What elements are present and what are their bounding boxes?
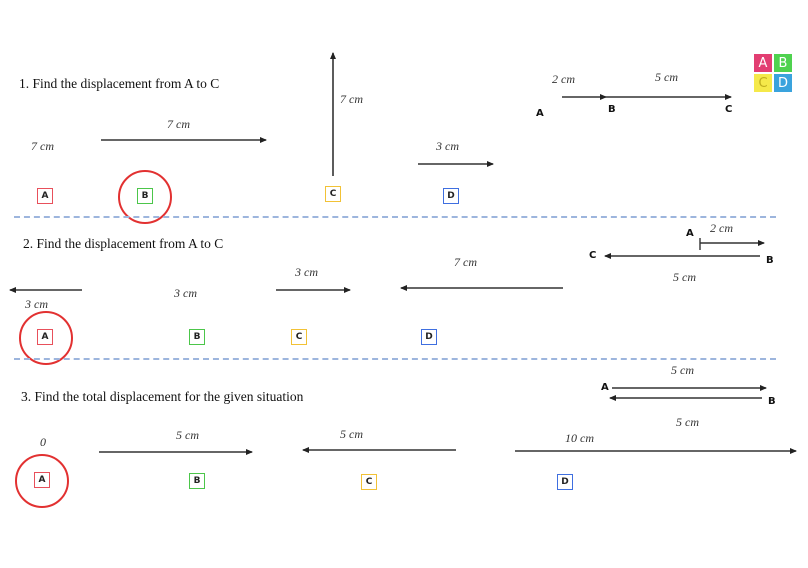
- legend-d: D: [774, 74, 792, 92]
- q3-choice-c[interactable]: C: [361, 474, 377, 490]
- q2-opt-a-label: 3 cm: [25, 297, 48, 311]
- q3-opt-c-label: 5 cm: [340, 427, 363, 441]
- separator-1: [14, 216, 776, 218]
- q3-opt-d-label: 10 cm: [565, 431, 594, 445]
- q2-opt-b-label: 3 cm: [174, 286, 197, 300]
- q2-choice-a[interactable]: A: [37, 329, 53, 345]
- q3-choice-a[interactable]: A: [34, 472, 50, 488]
- q1-choice-d[interactable]: D: [443, 188, 459, 204]
- q1-point-c: C: [725, 104, 733, 115]
- q2-ref-cb-label: 5 cm: [673, 270, 696, 284]
- q1-choice-b[interactable]: B: [137, 188, 153, 204]
- q3-opt-a-label: 0: [40, 435, 46, 449]
- q2-ref-ab-label: 2 cm: [710, 221, 733, 235]
- q1-choice-a[interactable]: A: [37, 188, 53, 204]
- q3-point-b: B: [768, 396, 776, 407]
- q1-point-a: A: [536, 108, 544, 119]
- answer-legend: A B C D: [754, 54, 792, 92]
- q2-point-a: A: [686, 228, 694, 239]
- q2-opt-d-label: 7 cm: [454, 255, 477, 269]
- q1-opt-d-label: 3 cm: [436, 139, 459, 153]
- q3-correct-answer-circle: [15, 454, 69, 508]
- q3-point-a: A: [601, 382, 609, 393]
- q2-point-b: B: [766, 255, 774, 266]
- q3-choice-b[interactable]: B: [189, 473, 205, 489]
- q2-opt-c-label: 3 cm: [295, 265, 318, 279]
- q1-correct-answer-circle: [118, 170, 172, 224]
- q2-choice-d[interactable]: D: [421, 329, 437, 345]
- legend-c: C: [754, 74, 772, 92]
- q3-question: 3. Find the total displacement for the g…: [21, 389, 304, 404]
- q2-choice-c[interactable]: C: [291, 329, 307, 345]
- q1-opt-c-label: 7 cm: [340, 92, 363, 106]
- q1-ref-bc-label: 5 cm: [655, 70, 678, 84]
- q3-opt-b-label: 5 cm: [176, 428, 199, 442]
- q1-opt-a-label: 7 cm: [31, 139, 54, 153]
- legend-b: B: [774, 54, 792, 72]
- q2-point-c: C: [589, 250, 597, 261]
- separator-2: [14, 358, 776, 360]
- q1-opt-b-label: 7 cm: [167, 117, 190, 131]
- q2-choice-b[interactable]: B: [189, 329, 205, 345]
- q3-choice-d[interactable]: D: [557, 474, 573, 490]
- legend-a: A: [754, 54, 772, 72]
- q3-ref-top-label: 5 cm: [671, 363, 694, 377]
- q2-correct-answer-circle: [19, 311, 73, 365]
- q1-point-b: B: [608, 104, 616, 115]
- q2-question: 2. Find the displacement from A to C: [23, 236, 224, 251]
- q1-choice-c[interactable]: C: [325, 186, 341, 202]
- q1-question: 1. Find the displacement from A to C: [19, 76, 220, 91]
- q1-ref-ab-label: 2 cm: [552, 72, 575, 86]
- q3-ref-bottom-label: 5 cm: [676, 415, 699, 429]
